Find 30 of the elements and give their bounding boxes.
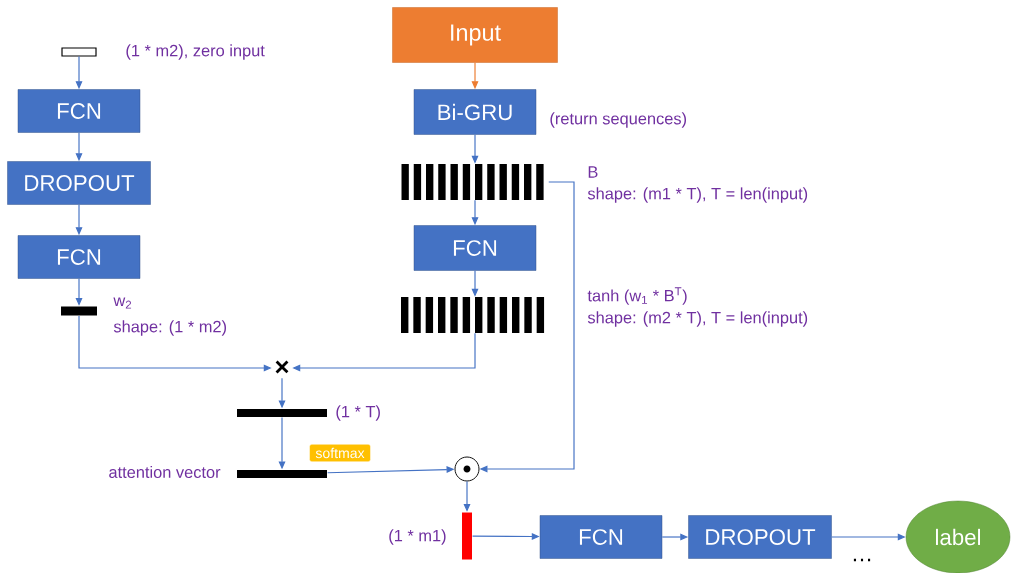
annotation-text: w$_{2}$ bbox=[113, 297, 132, 309]
vector-bar bbox=[237, 409, 327, 417]
annotation-text: (return sequences) bbox=[550, 112, 686, 128]
annotation-text: tanh (w$_{1}$ * B$^{T}$) bbox=[587, 287, 687, 305]
multiply-sign: × bbox=[275, 360, 289, 374]
process-box: FCN bbox=[539, 515, 663, 559]
sequence-bars bbox=[401, 164, 544, 200]
vector-bar bbox=[462, 512, 472, 560]
annotation-text: B bbox=[588, 166, 598, 178]
process-box: FCN bbox=[17, 89, 141, 133]
process-box: DROPOUT bbox=[7, 161, 151, 205]
process-box: FCN bbox=[17, 235, 141, 279]
annotation-text: (1 * T) bbox=[336, 405, 380, 421]
dot-product-circle bbox=[454, 456, 480, 482]
vector-bar bbox=[61, 47, 97, 57]
sequence-bars bbox=[401, 297, 545, 333]
process-box: FCN bbox=[413, 225, 537, 271]
vector-bar bbox=[61, 306, 97, 316]
edge-label: softmax bbox=[309, 444, 371, 462]
annotation-text: (1 * m2), zero input bbox=[126, 44, 265, 60]
vector-bar bbox=[237, 470, 327, 478]
annotation-text: attention vector bbox=[109, 466, 221, 479]
input-box: Input bbox=[392, 7, 558, 63]
process-box: DROPOUT bbox=[688, 515, 832, 559]
annotation-text: shape: (m2 * T), T = len(input) bbox=[587, 311, 808, 327]
annotation-text: shape: (m1 * T), T = len(input) bbox=[587, 187, 808, 203]
annotation-text: (1 * m1) bbox=[389, 529, 446, 545]
annotation-text: shape: (1 * m2) bbox=[113, 320, 226, 336]
ellipsis-text: … bbox=[853, 558, 871, 562]
process-box: Bi-GRU bbox=[413, 89, 537, 135]
